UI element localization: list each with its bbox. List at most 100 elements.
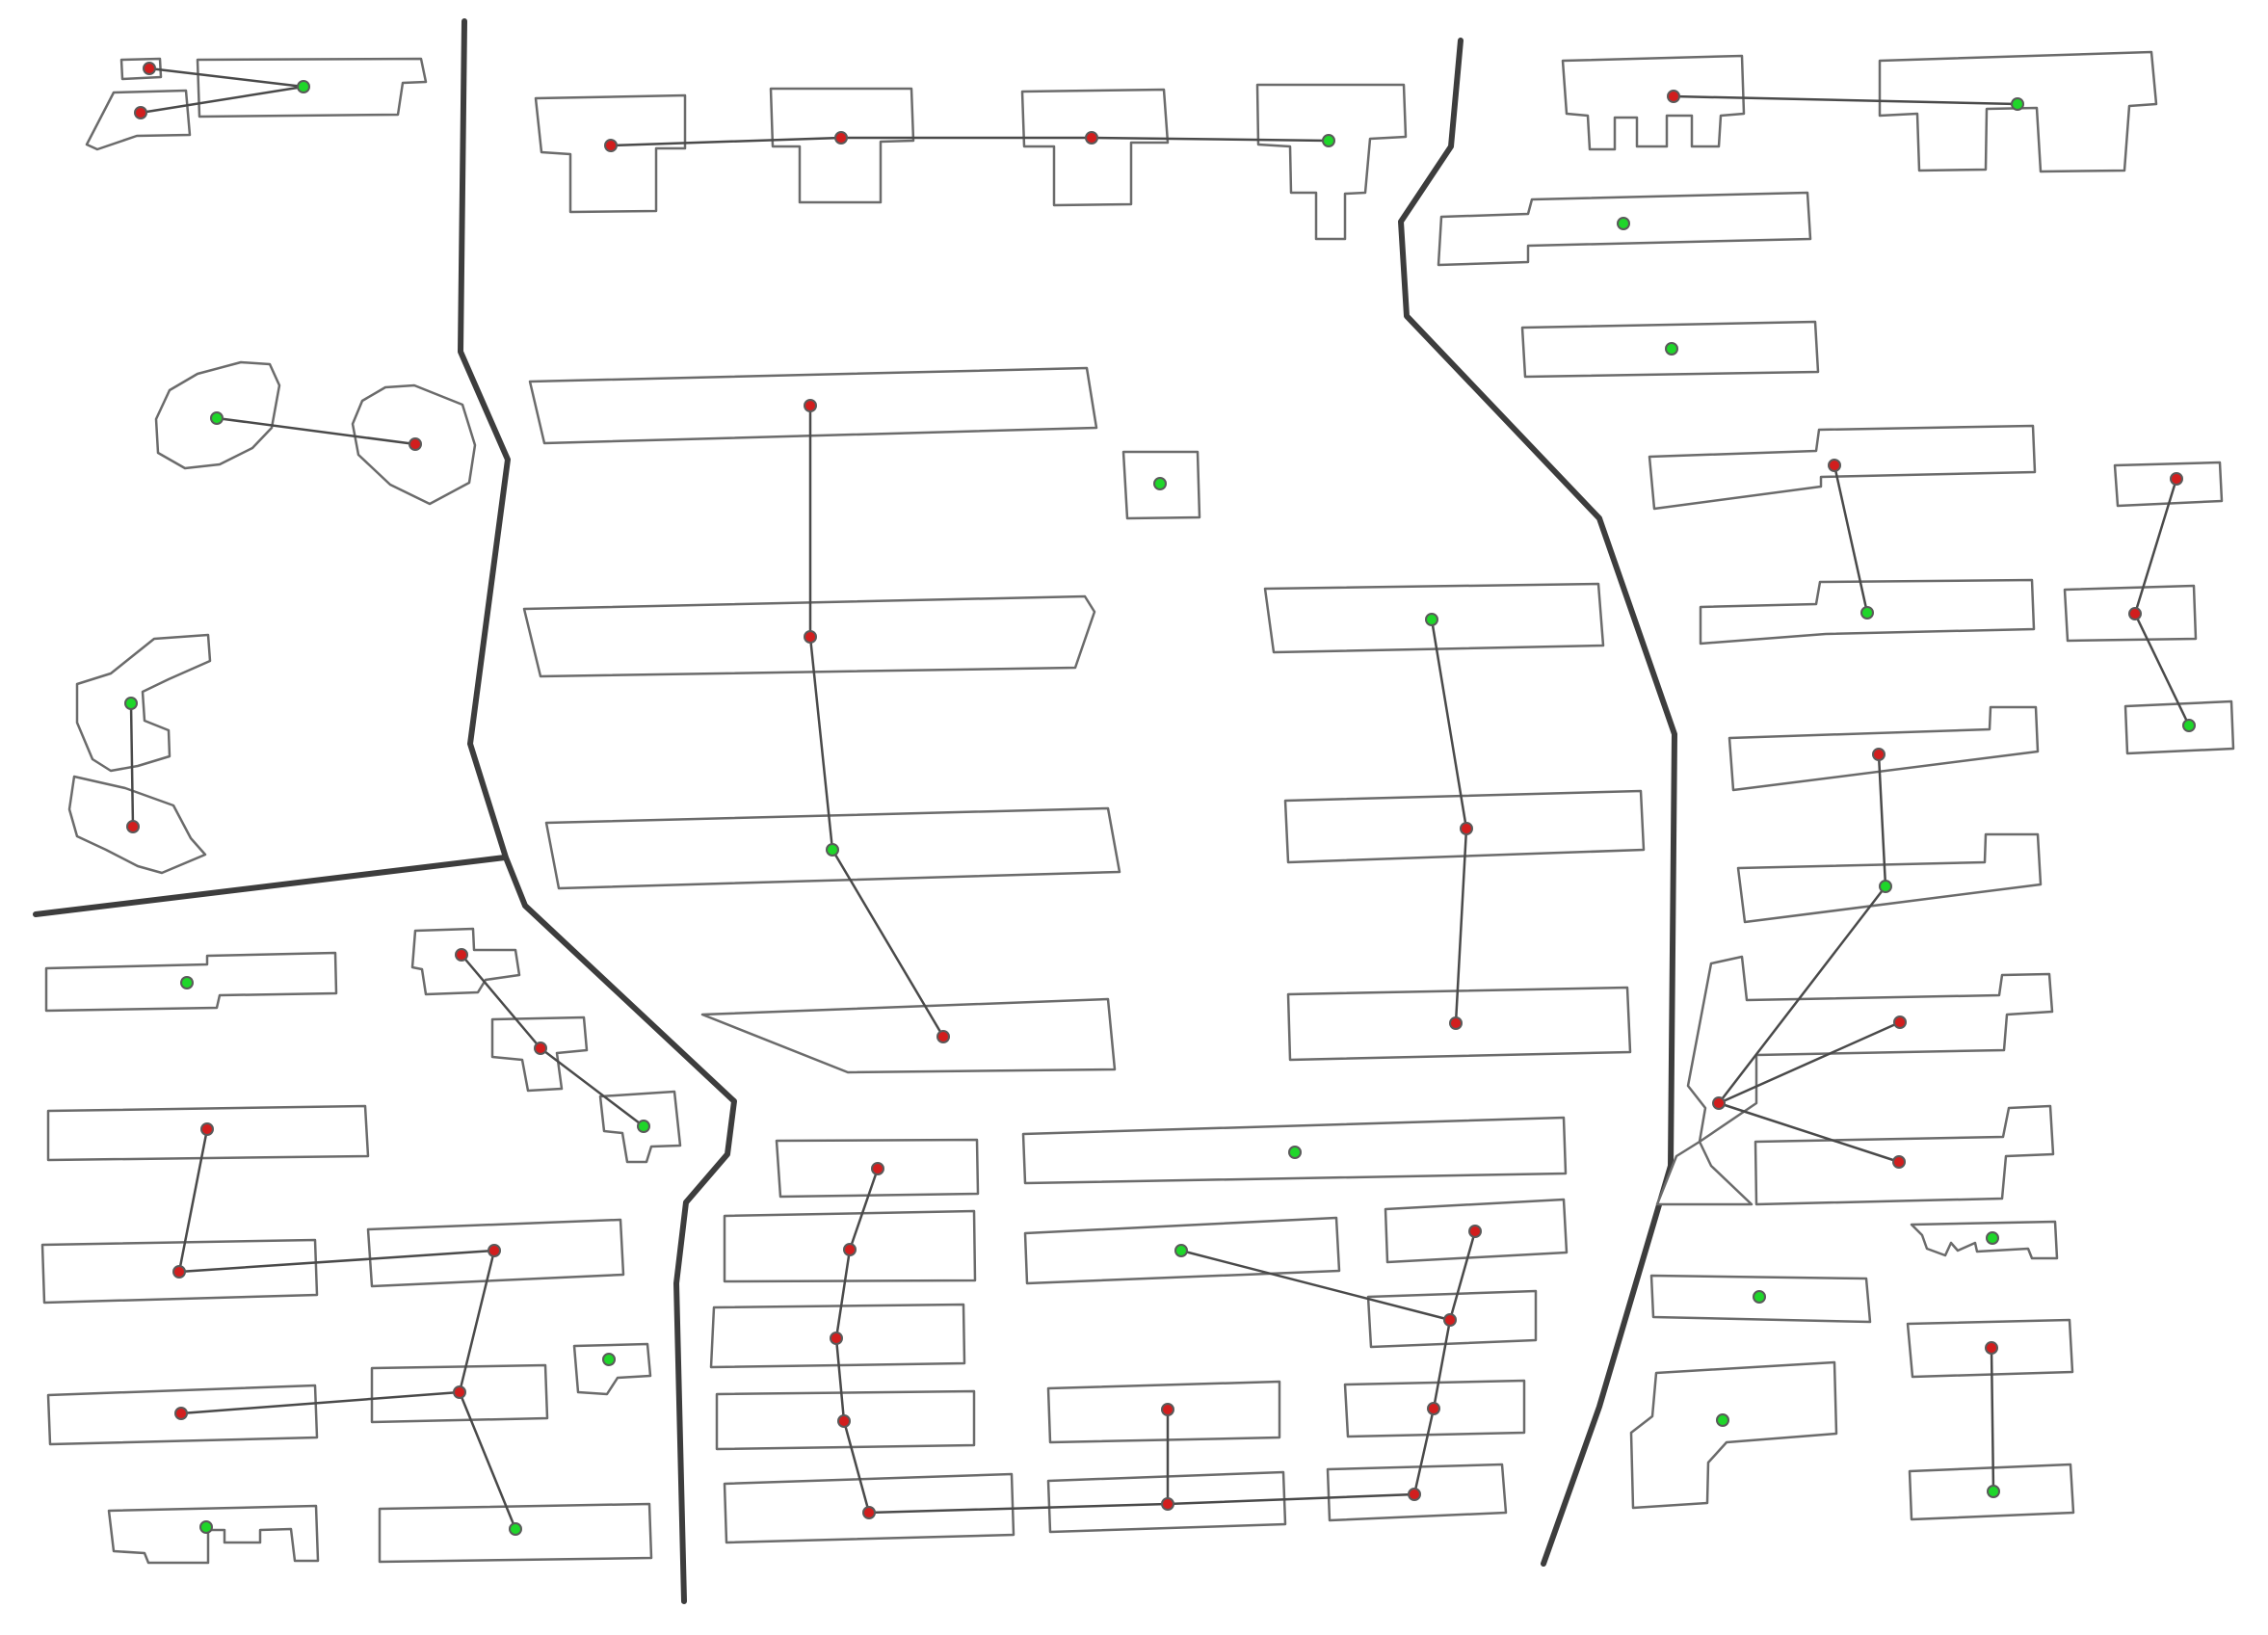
red-node	[830, 1332, 843, 1345]
link	[1180, 1249, 1451, 1322]
link	[610, 136, 1330, 147]
road-left	[458, 18, 737, 1604]
green-node	[2182, 719, 2196, 732]
building	[85, 89, 192, 151]
red-node	[804, 630, 817, 644]
building	[1727, 705, 2040, 792]
red-node	[804, 399, 817, 412]
building	[1255, 83, 1408, 241]
buildings	[40, 50, 2235, 1565]
red-node	[2170, 472, 2183, 486]
building	[75, 633, 212, 773]
green-node	[1860, 606, 1874, 620]
building	[196, 57, 428, 119]
red-node	[174, 1407, 188, 1420]
link	[180, 1390, 461, 1415]
link	[1833, 464, 1869, 614]
building	[1655, 1140, 1754, 1206]
green-node	[1753, 1290, 1766, 1304]
roads	[33, 18, 1677, 1604]
building	[2123, 699, 2235, 755]
green-node	[509, 1522, 522, 1536]
red-node	[488, 1244, 501, 1257]
link	[129, 702, 135, 828]
red-node	[1085, 131, 1098, 145]
link	[834, 1168, 1477, 1515]
link	[1990, 1347, 1995, 1492]
link	[177, 1128, 517, 1530]
network-nodes	[124, 62, 2196, 1536]
green-node	[1174, 1244, 1188, 1257]
building	[1629, 1360, 1838, 1510]
red-node	[843, 1243, 857, 1256]
link	[1673, 94, 2018, 106]
red-node	[172, 1265, 186, 1279]
green-node	[1153, 477, 1167, 490]
building	[1754, 1104, 2055, 1206]
building	[700, 997, 1117, 1074]
building	[1561, 54, 1746, 151]
network-links	[129, 66, 2191, 1530]
link	[1718, 1101, 1900, 1164]
red-node	[126, 820, 140, 833]
red-node	[604, 139, 618, 152]
green-node	[1425, 613, 1438, 626]
green-node	[180, 976, 194, 989]
building	[1736, 832, 2043, 924]
building	[2113, 461, 2224, 508]
green-node	[1716, 1413, 1729, 1427]
red-node	[1443, 1313, 1457, 1327]
red-node	[1893, 1015, 1907, 1029]
building	[1878, 50, 2158, 173]
building	[1686, 955, 2054, 1144]
red-node	[409, 437, 422, 451]
red-node	[1712, 1096, 1726, 1110]
green-node	[1879, 880, 1892, 893]
red-node	[1667, 90, 1680, 103]
green-node	[1987, 1485, 2000, 1498]
green-node	[124, 697, 138, 710]
green-node	[2011, 97, 2024, 111]
green-node	[1288, 1146, 1302, 1159]
green-node	[1617, 217, 1630, 230]
red-node	[1468, 1225, 1482, 1238]
green-node	[297, 80, 310, 93]
red-node	[871, 1162, 884, 1175]
green-node	[199, 1520, 213, 1534]
red-node	[1460, 822, 1473, 835]
road-west-branch	[33, 855, 508, 917]
red-node	[1872, 748, 1886, 761]
link	[808, 406, 945, 1038]
red-node	[1828, 459, 1841, 472]
red-node	[834, 131, 848, 145]
red-node	[862, 1506, 876, 1519]
green-node	[602, 1353, 616, 1366]
red-node	[143, 62, 156, 75]
red-node	[1161, 1497, 1174, 1511]
red-node	[1161, 1403, 1174, 1416]
building	[534, 93, 687, 214]
red-node	[1985, 1341, 1998, 1355]
green-node	[210, 411, 224, 425]
link	[216, 416, 416, 446]
red-node	[1892, 1155, 1906, 1169]
green-node	[1665, 342, 1678, 356]
building	[1648, 424, 2037, 511]
green-node	[1986, 1231, 1999, 1245]
green-node	[826, 843, 839, 857]
green-node	[1322, 134, 1335, 147]
building	[107, 1504, 320, 1565]
red-node	[837, 1414, 851, 1428]
red-node	[200, 1122, 214, 1136]
red-node	[455, 948, 468, 962]
red-node	[1449, 1016, 1463, 1030]
green-node	[637, 1120, 650, 1133]
building	[572, 1342, 652, 1396]
red-node	[936, 1030, 950, 1043]
red-node	[1427, 1402, 1440, 1415]
building	[1910, 1220, 2059, 1260]
building	[769, 87, 915, 204]
red-node	[1408, 1488, 1421, 1501]
red-node	[453, 1385, 466, 1399]
